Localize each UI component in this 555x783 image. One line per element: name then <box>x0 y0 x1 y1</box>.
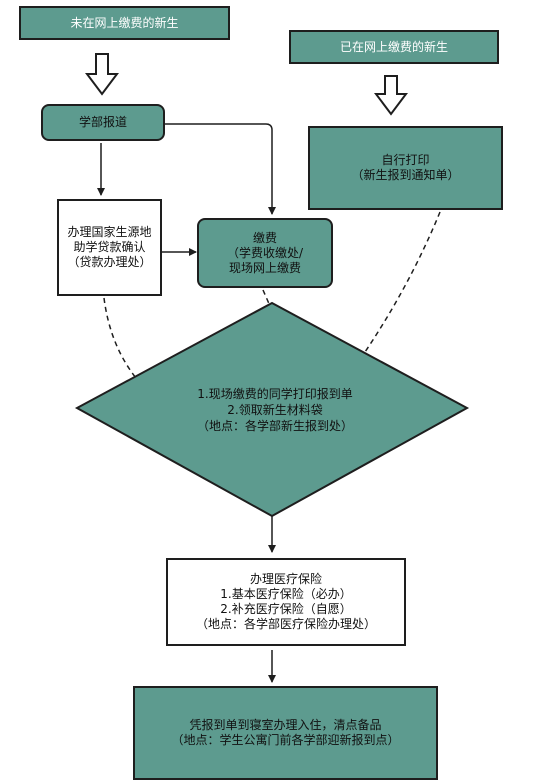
hollow-arrow-right <box>374 75 408 116</box>
student-loan-line-1: 办理国家生源地 <box>67 225 152 239</box>
medical-insurance-line-4: （地点：各学部医疗保险办理处） <box>195 617 376 631</box>
payment-line-1: 缴费 <box>252 230 277 245</box>
medical-insurance-line-3: 2.补充医疗保险（自愿） <box>220 602 352 616</box>
self-print-box: 自行打印 （新生报到通知单） <box>308 126 503 210</box>
dorm-checkin-line-1: 凭报到单到寝室办理入住，清点备品 <box>189 718 382 732</box>
hollow-arrow-left <box>85 53 119 96</box>
dashed-selfprint-to-diamond <box>364 211 441 353</box>
medical-insurance-line-1: 办理医疗保险 <box>249 572 322 586</box>
collect-materials-line-1: 1.现场缴费的同学打印报到单 <box>197 387 353 401</box>
start-box-not-paid-online: 未在网上缴费的新生 <box>19 6 230 40</box>
start-box-paid-online-label: 已在网上缴费的新生 <box>339 39 448 54</box>
student-loan-line-2: 助学贷款确认 <box>73 240 146 254</box>
department-report-box: 学部报道 <box>41 104 165 141</box>
dashed-loan-to-diamond <box>103 297 137 379</box>
self-print-line-1: 自行打印 <box>381 153 430 167</box>
collect-materials-line-2: 2.领取新生材料袋 <box>227 403 323 417</box>
student-loan-box: 办理国家生源地 助学贷款确认 （贷款办理处） <box>57 199 162 296</box>
dorm-checkin-line-2: （地点：学生公寓门前各学部迎新报到点） <box>171 733 400 747</box>
medical-insurance-box: 办理医疗保险 1.基本医疗保险（必办） 2.补充医疗保险（自愿） （地点：各学部… <box>166 558 406 646</box>
arrow-report-to-payment <box>165 123 276 215</box>
department-report-label: 学部报道 <box>78 115 127 129</box>
dorm-checkin-box: 凭报到单到寝室办理入住，清点备品 （地点：学生公寓门前各学部迎新报到点） <box>133 686 438 780</box>
diamond-shape <box>74 301 470 518</box>
start-box-paid-online: 已在网上缴费的新生 <box>289 30 499 64</box>
collect-materials-text: 1.现场缴费的同学打印报到单 2.领取新生材料袋 （地点：各学部新生报到处） <box>150 380 400 440</box>
collect-materials-line-3: （地点：各学部新生报到处） <box>196 419 353 433</box>
payment-line-3: 现场网上缴费 <box>228 260 301 275</box>
payment-line-2: （学费收缴处/ <box>226 245 304 260</box>
start-box-not-paid-online-label: 未在网上缴费的新生 <box>70 15 179 30</box>
student-loan-line-3: （贷款办理处） <box>67 255 152 269</box>
dashed-payment-to-diamond <box>262 289 271 307</box>
self-print-line-2: （新生报到通知单） <box>351 168 460 182</box>
medical-insurance-line-2: 1.基本医疗保险（必办） <box>220 587 352 601</box>
payment-box: 缴费 （学费收缴处/ 现场网上缴费 <box>197 218 333 288</box>
